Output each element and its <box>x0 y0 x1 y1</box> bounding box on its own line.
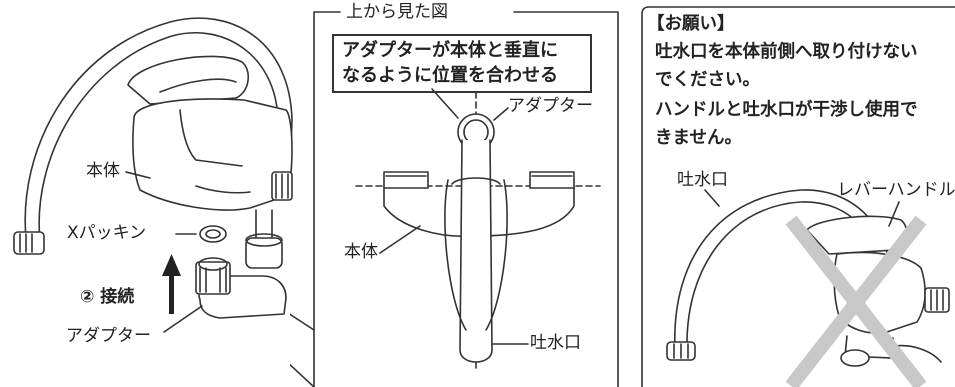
spout-label-top: 吐水口 <box>530 333 581 353</box>
notice-heading: 【お願い】 <box>647 14 735 34</box>
notice-line-4: きません。 <box>655 128 742 148</box>
instruction-line-1: アダプターが本体と垂直に <box>342 40 558 61</box>
notice-frame <box>641 6 955 387</box>
spout-label-notice: 吐水口 <box>677 170 728 190</box>
top-view-illustration <box>355 88 601 373</box>
notice-panel: 【お願い】 吐水口を本体前側へ取り付けない でください。 ハンドルと吐水口が干渉… <box>641 6 955 387</box>
instruction-line-2: なるように位置を合わせる <box>342 65 558 86</box>
connect-step-label: ② 接続 <box>80 287 135 307</box>
lever-handle <box>127 55 249 105</box>
top-view-frame <box>290 11 619 387</box>
x-gasket <box>199 225 227 243</box>
lever-handle-label: レバーハンドル <box>837 180 955 200</box>
adapter-part <box>195 261 231 295</box>
notice-line-3: ハンドルと吐水口が干渉し使用で <box>655 100 918 120</box>
spout-top-view <box>459 139 493 363</box>
notice-line-2: でください。 <box>655 70 760 90</box>
up-arrow-icon <box>162 254 181 314</box>
faucet-body <box>132 98 293 211</box>
adapter-label-top: アダプター <box>508 96 593 116</box>
faucet-illustration <box>13 17 293 333</box>
spout-hose <box>24 17 293 239</box>
cross-mark-icon <box>785 215 927 387</box>
body-label-top: 本体 <box>344 242 378 262</box>
notice-line-1: 吐水口を本体前側へ取り付けない <box>655 42 918 62</box>
alignment-instruction-box: アダプターが本体と垂直に なるように位置を合わせる <box>332 34 592 93</box>
x-gasket-label: Xパッキン <box>67 223 147 243</box>
adapter-label-left: アダプター <box>66 326 151 346</box>
top-view-header: 上から見た図 <box>346 2 448 22</box>
body-label-left: 本体 <box>86 161 120 181</box>
